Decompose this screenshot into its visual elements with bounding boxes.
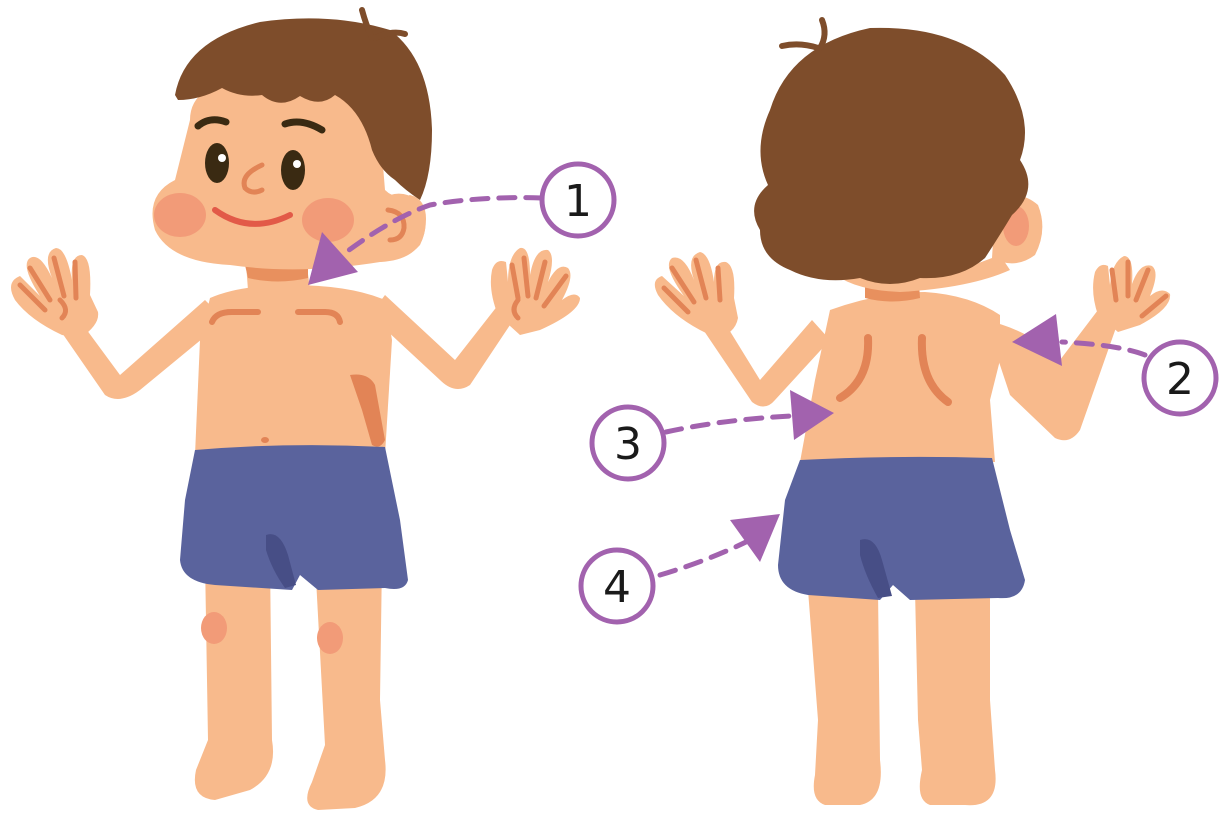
- front-left-leg: [195, 560, 273, 800]
- back-hair-tuft: [782, 20, 825, 48]
- front-shorts: [180, 445, 408, 590]
- back-hair: [754, 28, 1028, 284]
- callout-4-arrowhead: [730, 514, 780, 562]
- front-right-knee: [317, 622, 343, 654]
- callout-4-leader-line: [660, 540, 750, 575]
- boy-back-figure: [655, 20, 1170, 805]
- front-left-eye-highlight: [218, 154, 226, 162]
- callout-4-label: 4: [603, 562, 631, 613]
- back-right-leg: [915, 590, 996, 805]
- front-left-cheek: [154, 193, 206, 237]
- front-right-eye: [281, 150, 305, 190]
- back-right-hand: [1093, 256, 1170, 332]
- callout-1-label: 1: [564, 176, 592, 227]
- back-left-leg: [808, 590, 881, 805]
- front-navel: [261, 437, 269, 443]
- front-right-eye-highlight: [293, 160, 301, 168]
- back-shorts: [778, 457, 1025, 600]
- front-right-leg: [307, 560, 385, 810]
- front-left-knee: [201, 612, 227, 644]
- callout-4: 4: [581, 514, 780, 622]
- boy-front-figure: [11, 10, 580, 810]
- back-torso: [800, 292, 1000, 462]
- callout-3-label: 3: [614, 419, 642, 470]
- front-hair-tuft: [362, 10, 405, 38]
- callout-3: 3: [592, 390, 834, 479]
- callout-2-label: 2: [1166, 354, 1194, 405]
- callout-3-leader-line: [666, 416, 790, 432]
- front-left-eye: [205, 143, 229, 183]
- front-right-cheek: [302, 198, 354, 242]
